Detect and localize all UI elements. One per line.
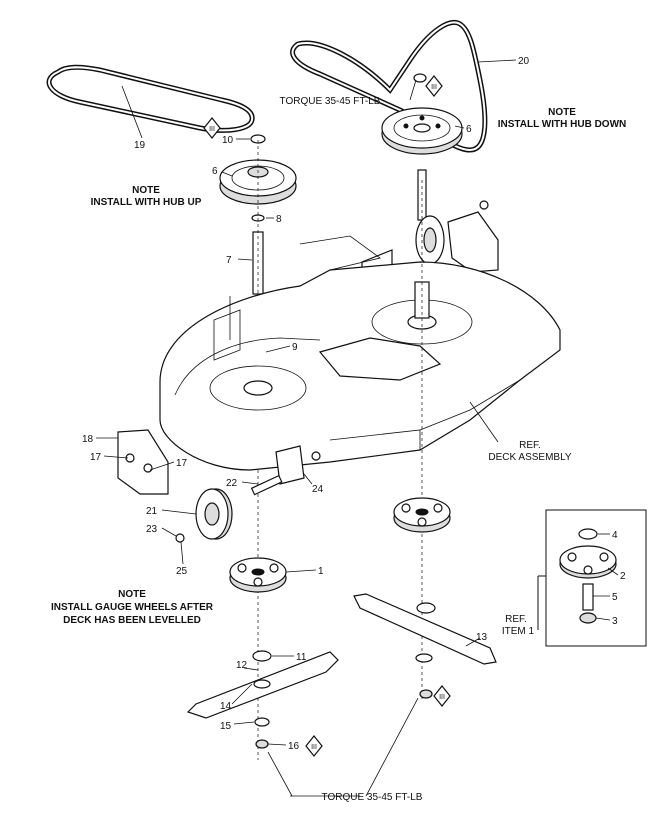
callout-19: 19 [134,140,146,151]
svg-text:III: III [311,744,317,751]
callout-5: 5 [612,592,618,603]
callout-25: 25 [176,566,188,577]
torque-marker-bottom-right: III [433,685,451,707]
callout-23: 23 [146,524,158,535]
ref-deck-label-2: DECK ASSEMBLY [488,452,572,463]
callout-16: 16 [288,741,300,752]
callout-6-right: 6 [466,124,472,135]
gauge-wheel [175,474,283,543]
svg-text:III: III [439,694,445,701]
callout-2: 2 [620,571,626,582]
callout-22: 22 [226,478,238,489]
callout-3: 3 [612,616,618,627]
callout-4: 4 [612,530,618,541]
torque-marker-belt: III [203,117,221,139]
callout-15: 15 [220,721,232,732]
torque-label-top: TORQUE 35-45 FT-LB [280,96,381,107]
blade-right [353,593,497,699]
blade-adapter-left [229,557,287,593]
callout-11: 11 [296,652,307,663]
callout-6-left: 6 [212,166,218,177]
blade-left [186,650,339,749]
ref-item-box [537,509,647,647]
note-hub-down-text: INSTALL WITH HUB DOWN [498,119,627,130]
callout-numbers: 1 2 3 4 5 6 6 7 8 9 10 11 12 13 14 15 16… [82,56,626,752]
callout-20: 20 [518,56,530,67]
note-gauge-text-1: INSTALL GAUGE WHEELS AFTER [51,602,214,613]
torque-marker-top: III [425,75,443,97]
callout-7: 7 [226,255,232,266]
note-hub-up-text: INSTALL WITH HUB UP [91,197,202,208]
ref-item-label-1: REF. [505,614,527,625]
note-gauge-title: NOTE [118,589,146,600]
callout-17-left: 17 [90,452,102,463]
torque-label-bottom: TORQUE 35-45 FT-LB [322,792,423,803]
blade-adapter-right [393,497,451,533]
leader-lines [96,59,619,797]
callout-1: 1 [318,566,324,577]
belt-19 [46,64,255,133]
torque-marker-bottom-left: III [305,735,323,757]
callout-18: 18 [82,434,94,445]
callout-21: 21 [146,506,158,517]
note-hub-up-title: NOTE [132,185,160,196]
ref-item-label-2: ITEM 1 [502,626,535,637]
callout-10: 10 [222,135,234,146]
ref-deck-label-1: REF. [519,440,541,451]
svg-text:III: III [431,84,437,91]
belt-20 [290,20,488,153]
callout-17-right: 17 [176,458,188,469]
callout-12: 12 [236,660,248,671]
pulley-right [381,73,463,155]
deck-assembly [159,180,561,700]
callout-14: 14 [220,701,232,712]
callout-13: 13 [476,632,488,643]
gauge-wheel-bracket [117,429,321,495]
note-gauge-text-2: DECK HAS BEEN LEVELLED [63,615,201,626]
svg-text:III: III [209,126,215,133]
note-hub-down-title: NOTE [548,107,576,118]
callout-8: 8 [276,214,282,225]
callout-9: 9 [292,342,298,353]
callout-24: 24 [312,484,324,495]
